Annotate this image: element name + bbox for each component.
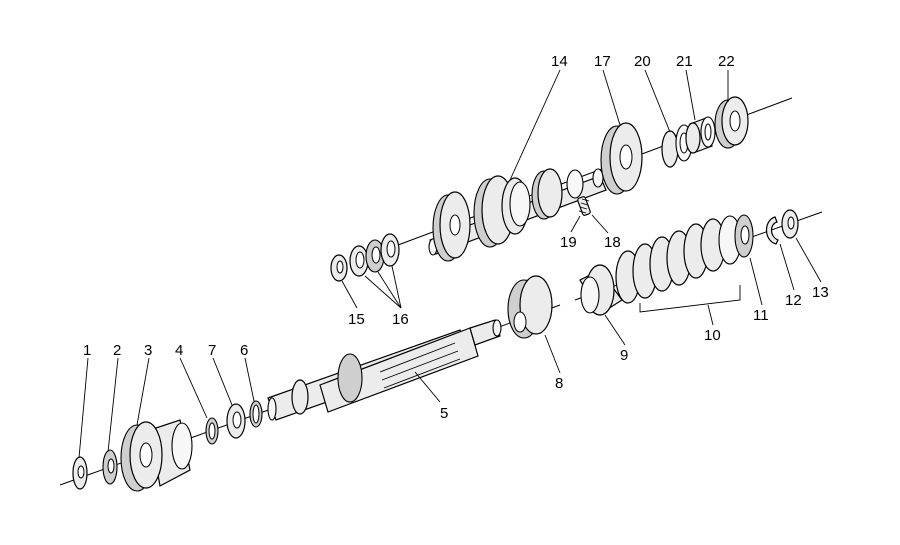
callout-4: 4 <box>175 342 183 359</box>
callout-16: 16 <box>392 311 409 328</box>
circlip-6 <box>249 400 263 428</box>
spring-assembly <box>574 209 823 316</box>
leader-lines <box>78 69 822 459</box>
callout-8: 8 <box>555 375 563 392</box>
callout-5: 5 <box>440 405 448 422</box>
callout-15: 15 <box>348 311 365 328</box>
washer-11 <box>734 214 754 258</box>
circlip-12 <box>765 216 779 245</box>
callout-7: 7 <box>208 342 216 359</box>
callout-6: 6 <box>240 342 248 359</box>
sleeve-9 <box>579 264 623 316</box>
spring-10 <box>615 215 742 304</box>
callout-17: 17 <box>594 53 611 70</box>
lower-mainshaft-assembly <box>59 275 561 492</box>
dog-ring-22 <box>714 96 749 149</box>
lock-washer-2 <box>102 449 118 485</box>
washer-16c <box>380 233 400 267</box>
upper-shaft-assembly <box>330 96 793 282</box>
bush-21 <box>685 116 716 154</box>
callout-9: 9 <box>620 347 628 364</box>
gear-8 <box>507 275 553 339</box>
callout-12: 12 <box>785 292 802 309</box>
callout-2: 2 <box>113 342 121 359</box>
ring-4 <box>205 417 219 445</box>
callout-18: 18 <box>604 234 621 251</box>
washer-13 <box>781 209 799 239</box>
layshaft-cluster-14 <box>428 168 607 262</box>
washer-16a <box>349 245 369 277</box>
washer-16b <box>365 239 385 273</box>
callout-21: 21 <box>676 53 693 70</box>
callout-3: 3 <box>144 342 152 359</box>
callout-22: 22 <box>718 53 735 70</box>
nut-1 <box>72 456 88 490</box>
callout-20: 20 <box>634 53 651 70</box>
callout-10: 10 <box>704 327 721 344</box>
mainshaft-5 <box>267 319 502 421</box>
callout-13: 13 <box>812 284 829 301</box>
plunger-18-19 <box>577 196 591 216</box>
callout-11: 11 <box>753 307 769 324</box>
callout-19: 19 <box>560 234 577 251</box>
gear-17 <box>600 122 643 195</box>
callout-labels: 1 2 3 4 5 6 7 8 9 10 11 12 13 14 15 16 1… <box>83 53 829 422</box>
washer-7 <box>226 403 246 439</box>
callout-14: 14 <box>551 53 568 70</box>
callout-1: 1 <box>83 342 91 359</box>
gear-3 <box>120 419 193 492</box>
washer-15 <box>330 254 348 282</box>
